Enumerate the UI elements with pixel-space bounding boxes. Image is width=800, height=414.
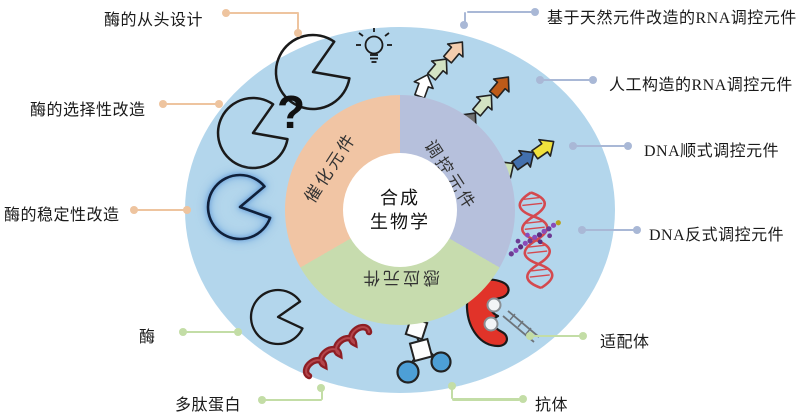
callout-enzyme-stability: 酶的稳定性改造 <box>4 207 120 224</box>
alpha-helix-icon <box>302 323 373 380</box>
connector-line <box>186 330 237 334</box>
pacman-shape <box>249 288 304 346</box>
center-hub: 合成 生物学 <box>343 153 457 267</box>
connector-dot <box>222 9 230 17</box>
arrow-chain-peach-green-white-icon <box>413 41 464 99</box>
callout-rna-artificial: 人工构造的RNA调控元件 <box>609 77 793 94</box>
binding-circle-right <box>430 351 452 373</box>
connector-line <box>320 389 324 400</box>
connector-dot <box>460 21 468 29</box>
callout-antibody: 抗体 <box>535 397 569 414</box>
callout-dna-trans: DNA反式调控元件 <box>649 227 785 244</box>
connector-dot <box>258 396 266 404</box>
connector-dot <box>579 332 587 340</box>
callout-enzyme-denovo: 酶的从头设计 <box>104 12 204 29</box>
pacman-question-icon: ? <box>216 86 305 170</box>
question-mark: ? <box>277 86 305 138</box>
connector-line <box>543 78 590 82</box>
connector-line <box>533 334 580 338</box>
arrow-white <box>413 73 434 99</box>
connector-dot <box>183 206 191 214</box>
connector-dot <box>294 29 302 37</box>
connector-dot <box>536 76 544 84</box>
connector-line <box>585 228 634 232</box>
connector-line <box>229 11 299 15</box>
connector-dot <box>130 206 138 214</box>
callout-polypeptide: 多肽蛋白 <box>175 397 242 414</box>
connector-line <box>137 208 186 212</box>
connector-line <box>265 398 322 402</box>
arrow-green <box>426 58 448 81</box>
protein-hairpin-icon <box>465 278 540 348</box>
callout-rna-natural: 基于天然元件改造的RNA调控元件 <box>547 10 797 27</box>
antibody-schematic-icon <box>396 316 452 384</box>
callout-enzyme: 酶 <box>139 329 156 346</box>
connector-line <box>166 102 217 106</box>
connector-line <box>463 12 467 24</box>
pacman-shape <box>216 96 289 170</box>
arrow-green <box>471 94 493 117</box>
connector-dot <box>531 8 539 16</box>
dna-helix-protein-icon <box>508 191 561 290</box>
connector-dot <box>519 395 527 403</box>
domain-square-mid <box>408 337 434 363</box>
connector-dot <box>578 226 586 234</box>
center-title-line1: 合成 <box>380 187 420 208</box>
connector-dot <box>589 76 597 84</box>
connector-dot <box>317 384 325 392</box>
lightbulb-icon <box>356 28 392 63</box>
callout-dna-cis: DNA顺式调控元件 <box>644 143 780 160</box>
arrow-blue <box>511 149 535 171</box>
dna-rungs <box>522 196 550 278</box>
connector-line <box>467 10 532 14</box>
dna-strand-b <box>518 191 554 290</box>
arrow-yellow <box>531 138 555 160</box>
connector-dot <box>448 382 456 390</box>
connector-line <box>296 13 300 32</box>
connector-dot <box>569 142 577 150</box>
connector-line <box>576 144 625 148</box>
connector-dot <box>526 332 534 340</box>
arrow-peach <box>442 41 464 64</box>
connector-dot <box>624 142 632 150</box>
pacman-glow-icon <box>206 173 272 241</box>
helix-highlight <box>305 326 370 377</box>
connector-dot <box>633 226 641 234</box>
connector-dot <box>179 328 187 336</box>
connector-dot <box>159 100 167 108</box>
pacman-lightbulb-icon <box>274 28 392 111</box>
sector-label-sensing: 感应元件 <box>360 268 440 287</box>
callout-enzyme-selectivity: 酶的选择性改造 <box>30 102 146 119</box>
connector-line <box>450 388 454 399</box>
center-title-line2: 生物学 <box>370 212 430 232</box>
protein-beads <box>508 220 561 257</box>
callout-aptamer: 适配体 <box>600 334 650 351</box>
binding-circle-left <box>396 360 420 384</box>
connector-line <box>452 398 520 401</box>
connector-dot <box>234 328 242 336</box>
protein-blob <box>465 278 510 348</box>
connector-dot <box>215 100 223 108</box>
pacman-shape <box>274 33 351 111</box>
arrow-orange <box>488 76 510 99</box>
pacman-icon <box>249 288 304 346</box>
pacman-shape <box>206 173 272 241</box>
